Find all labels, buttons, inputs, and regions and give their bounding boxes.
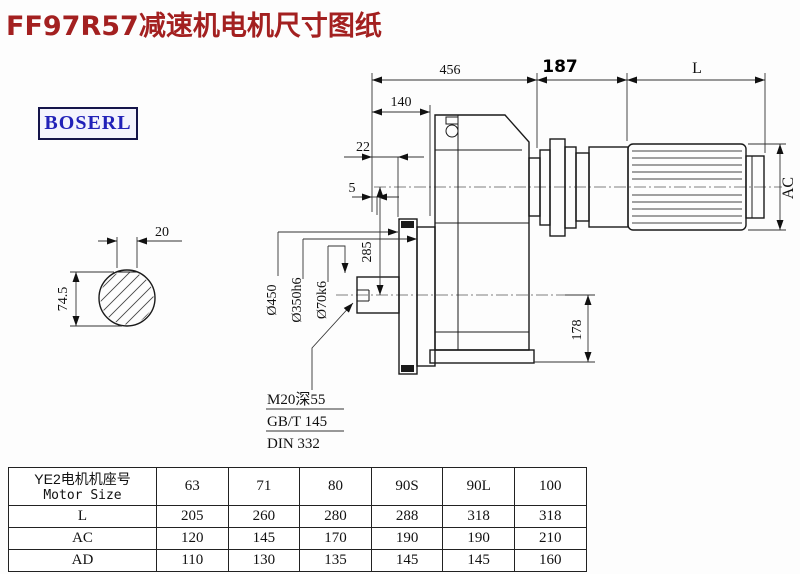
table-cell: 205 [156,505,229,528]
table-cell: 190 [442,527,515,550]
dim-20-label: 20 [155,225,169,240]
table-row: AC 120 145 170 190 190 210 [8,527,587,550]
dim-dia450-label: Ø450 [265,284,280,315]
output-flange-rear [416,226,436,367]
table-cell: 120 [156,527,229,550]
motor-adapter [539,149,551,226]
dim-L-label: L [692,60,702,77]
table-header-cell: 100 [513,467,587,506]
table-header-cell: 90L [442,467,515,506]
output-flange-front [398,218,418,375]
table-header-row: YE2电机机座号 Motor Size 63 71 80 90S 90L 100 [8,467,587,506]
dim-456-label: 456 [440,63,461,78]
motor-cooling-fins [632,150,742,224]
gear-housing [434,114,530,351]
table-row: AD 110 130 135 145 145 160 [8,549,587,572]
table-cell: 145 [227,527,301,550]
shaft-section-circle [98,269,156,327]
standard-note-din: DIN 332 [267,436,320,452]
table-cell: 210 [513,527,587,550]
table-row-label: L [8,505,157,528]
dim-AC-label: AC [780,177,797,199]
dim-22-label: 22 [356,140,370,155]
standard-note-gbt: GB/T 145 [267,414,327,430]
flange-bolt-bottom [401,365,414,372]
table-header-cell: 71 [227,467,301,506]
brand-logo-text: BOSERL [44,112,132,134]
dim-74-5-lines [70,271,122,327]
table-header-cn: YE2电机机座号 [34,470,131,487]
flange-bolt-top [401,221,414,228]
motor-flange [549,138,566,237]
table-cell: 190 [370,527,444,550]
table-cell: 280 [299,505,372,528]
page-title: FF97R57减速机电机尺寸图纸 [6,11,382,42]
table-header-cell: 80 [299,467,372,506]
table-header-cell: 90S [370,467,444,506]
table-header-en: Motor Size [43,487,122,503]
dim-178-label: 178 [570,320,585,341]
dimension-lines: 456 187 L 140 22 5 285 178 AC Ø450 Ø350h… [265,57,797,452]
table-cell: 260 [227,505,301,528]
dim-74-5-label: 74.5 [56,287,71,312]
shaft-end-view: 20 74.5 [56,225,182,327]
dim-dia70-label: Ø70k6 [315,281,330,319]
fan-cover [745,155,765,219]
section-hatching [100,271,154,325]
thread-note: M20深55 [267,391,325,408]
motor-size-table: YE2电机机座号 Motor Size 63 71 80 90S 90L 100… [8,467,587,572]
brand-logo: BOSERL [38,107,138,140]
dim-285-label: 285 [360,242,375,263]
lifting-eye [445,124,459,138]
motor-side-view [539,138,765,237]
table-cell: 318 [513,505,587,528]
table-cell: 110 [156,549,229,572]
table-row-label: AD [8,549,157,572]
table-cell: 160 [513,549,587,572]
table-cell: 318 [442,505,515,528]
dim-187-label: 187 [542,57,578,77]
gearbox-side-view [356,114,541,375]
dim-140-label: 140 [391,95,412,110]
table-cell: 130 [227,549,301,572]
dim-20-lines [98,237,182,268]
table-cell: 170 [299,527,372,550]
housing-base [429,349,535,364]
table-header-motor-size: YE2电机机座号 Motor Size [8,467,157,506]
table-cell: 288 [370,505,444,528]
table-cell: 145 [442,549,515,572]
table-row-label: AC [8,527,157,550]
dim-dia350-label: Ø350h6 [290,277,305,322]
table-cell: 145 [370,549,444,572]
dim-5-label: 5 [349,181,356,196]
table-header-cell: 63 [156,467,229,506]
table-cell: 135 [299,549,372,572]
table-row: L 205 260 280 288 318 318 [8,505,587,528]
